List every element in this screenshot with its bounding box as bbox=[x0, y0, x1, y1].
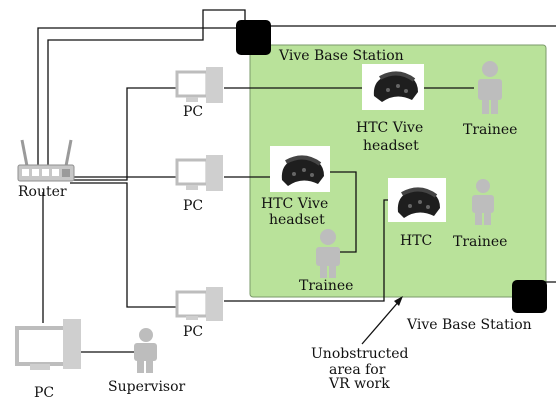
trainee-3-label: Trainee bbox=[453, 234, 507, 250]
headset-2-icon bbox=[270, 146, 330, 192]
cable-router-pc1 bbox=[70, 87, 176, 181]
headset-1-label-line2: headset bbox=[363, 138, 419, 154]
pc-3-icon bbox=[175, 287, 223, 321]
trainee-1-icon bbox=[478, 61, 502, 114]
area-label-line2: area for bbox=[329, 362, 386, 378]
trainee-1-label: Trainee bbox=[463, 122, 517, 138]
area-pointer-arrow bbox=[361, 299, 401, 345]
base-station-top bbox=[236, 20, 271, 55]
pc-supervisor-icon bbox=[15, 319, 81, 370]
pc-1-icon bbox=[175, 67, 223, 103]
headset-3-icon bbox=[388, 178, 446, 222]
trainee-2-label: Trainee bbox=[299, 278, 353, 294]
area-pointer-arrowhead bbox=[394, 296, 403, 306]
cable-pc3-headset3 bbox=[224, 199, 391, 302]
router-label: Router bbox=[18, 184, 67, 200]
headset-3-label: HTC bbox=[400, 233, 432, 249]
supervisor-icon bbox=[134, 328, 157, 373]
headset-1-icon bbox=[362, 64, 424, 110]
area-label-line3: VR work bbox=[328, 376, 390, 392]
pc-supervisor-label: PC bbox=[34, 385, 54, 401]
base-station-bottom-label: Vive Base Station bbox=[406, 317, 532, 333]
area-label-line1: Unobstructed bbox=[311, 346, 408, 362]
supervisor-label: Supervisor bbox=[108, 379, 186, 395]
pc-2-label: PC bbox=[183, 198, 203, 214]
pc-1-label: PC bbox=[183, 104, 203, 120]
headset-2-label-line2: headset bbox=[269, 212, 325, 228]
router-icon bbox=[17, 139, 75, 182]
pc-3-label: PC bbox=[183, 324, 203, 340]
trainee-3-icon bbox=[472, 179, 494, 225]
trainee-2-icon bbox=[316, 229, 340, 278]
network-cables bbox=[37, 9, 556, 353]
pc-2-icon bbox=[175, 155, 223, 191]
cable-router-base-station-top bbox=[47, 9, 246, 172]
cable-router-pc3 bbox=[70, 182, 176, 308]
cable-headset2-trainee2 bbox=[330, 171, 357, 253]
headset-1-label-line1: HTC Vive bbox=[356, 120, 423, 136]
headset-2-label-line1: HTC Vive bbox=[261, 196, 328, 212]
cable-router-top-outer bbox=[37, 27, 237, 172]
base-station-bottom bbox=[512, 280, 547, 313]
base-station-top-label: Vive Base Station bbox=[278, 48, 404, 64]
